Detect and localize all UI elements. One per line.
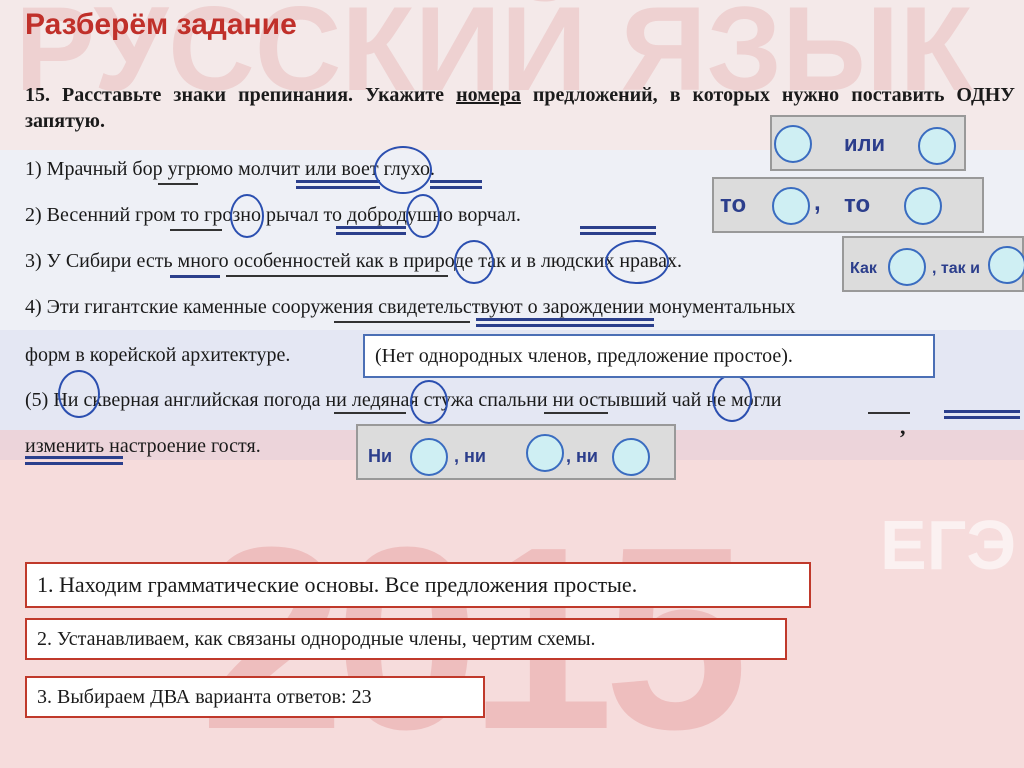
- underline-predicate-2b: [336, 232, 406, 235]
- sentence-4-line-1: 4) Эти гигантские каменные сооружения св…: [25, 296, 796, 318]
- underline-predicate-5d: [25, 462, 123, 465]
- scheme-box-ni-ni: Ни , ни , ни: [356, 424, 676, 480]
- step-3: 3. Выбираем ДВА варианта ответов: 23: [25, 676, 485, 718]
- scheme-bubble: [526, 434, 564, 472]
- scheme-bubble: [774, 125, 812, 163]
- background-title: РУССКИЙ ЯЗЫК: [15, 0, 973, 116]
- scheme-label-tak: , так и: [932, 260, 980, 277]
- task-underlined: номера: [456, 84, 521, 106]
- underline-predicate-1a: [296, 180, 380, 183]
- scheme-label-to-2: то: [844, 191, 871, 218]
- scheme-label-to-1: то: [720, 191, 747, 218]
- background-eg: ЕГЭ: [880, 506, 1017, 584]
- step-1: 1. Находим грамматические основы. Все пр…: [25, 562, 811, 608]
- underline-predicate-4a: [476, 318, 654, 321]
- underline-predicate-2d: [580, 232, 656, 235]
- underline-predicate-1c: [430, 180, 482, 183]
- scheme-label-ili: или: [844, 131, 886, 156]
- task-statement: 15. Расставьте знаки препинания. Укажите…: [25, 82, 1015, 134]
- underline-predicate-4b: [476, 324, 654, 327]
- stray-comma: ,: [900, 414, 906, 439]
- circle-marker-1: [374, 146, 432, 194]
- scheme-box-to-to: то , то: [712, 177, 984, 233]
- circle-marker-6: [58, 370, 100, 418]
- underline-predicate-5a: [944, 410, 1020, 413]
- task-lead: 15. Расставьте знаки препинания. Укажите: [25, 84, 457, 106]
- scheme-box-kak-tak: Как , так и: [842, 236, 1024, 292]
- underline-subject-5c: [868, 412, 910, 414]
- scheme-box-ili: или: [770, 115, 966, 171]
- note-text: (Нет однородных членов, предложение прос…: [375, 345, 793, 367]
- underline-predicate-1d: [430, 186, 482, 189]
- scheme-bubble: [410, 438, 448, 476]
- sentence-5-line-2: изменить настроение гостя.: [25, 435, 261, 457]
- underline-subject-2: [170, 229, 222, 231]
- circle-marker-7: [410, 380, 448, 424]
- scheme-label-ni-1: Ни: [368, 446, 393, 466]
- scheme-label-ni-3: , ни: [566, 446, 598, 466]
- scheme-bubble: [772, 187, 810, 225]
- sentence-1: 1) Мрачный бор угрюмо молчит или воет гл…: [25, 158, 435, 180]
- underline-subject-5b: [544, 412, 608, 414]
- task-rest: предложений, в которых нужно поставить О…: [25, 84, 1015, 132]
- step-2: 2. Устанавливаем, как связаны однородные…: [25, 618, 787, 660]
- sentence-2: 2) Весенний гром то грозно рычал то добр…: [25, 204, 521, 226]
- underline-subject-3: [226, 275, 448, 277]
- scheme-bubble: [904, 187, 942, 225]
- sentence-3: 3) У Сибири есть много особенностей как …: [25, 250, 682, 272]
- underline-predicate-1b: [296, 186, 380, 189]
- scheme-bubble: [612, 438, 650, 476]
- underline-predicate-3: [170, 275, 220, 278]
- circle-marker-3: [406, 194, 440, 238]
- slide-heading: Разберём задание: [25, 8, 297, 41]
- underline-subject-1: [158, 183, 198, 185]
- scheme-label-kak: Как: [850, 260, 877, 277]
- sentence-5-line-1: (5) Ни скверная английская погода ни лед…: [25, 389, 782, 411]
- circle-marker-8: [712, 374, 752, 422]
- note-box: (Нет однородных членов, предложение прос…: [363, 334, 935, 378]
- circle-marker-4: [454, 240, 494, 284]
- circle-marker-2: [230, 194, 264, 238]
- scheme-bubble: [988, 246, 1024, 284]
- underline-predicate-5c: [25, 456, 123, 459]
- underline-subject-5a: [334, 412, 406, 414]
- scheme-bubble: [918, 127, 956, 165]
- circle-marker-5: [605, 240, 669, 284]
- underline-subject-4: [334, 321, 470, 323]
- scheme-label-comma: ,: [814, 189, 821, 216]
- sentence-4-line-2: форм в корейской архитектуре.: [25, 344, 291, 366]
- underline-predicate-5b: [944, 416, 1020, 419]
- scheme-label-ni-2: , ни: [454, 446, 486, 466]
- underline-predicate-2a: [336, 226, 406, 229]
- underline-predicate-2c: [580, 226, 656, 229]
- scheme-bubble: [888, 248, 926, 286]
